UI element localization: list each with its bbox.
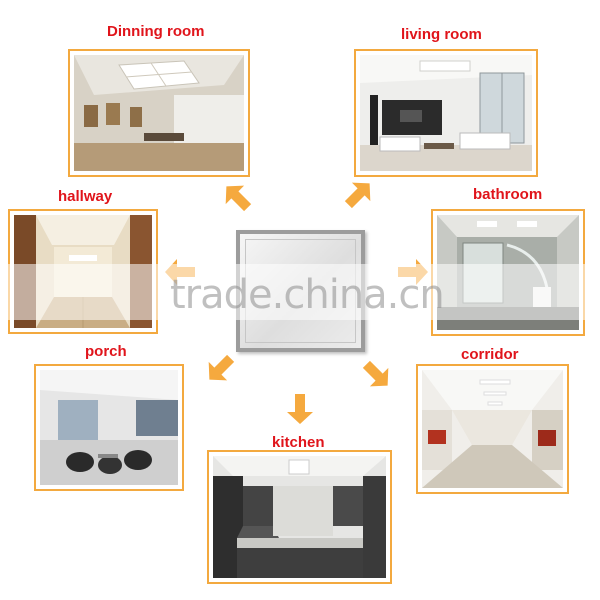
arrow-to-kitchen-icon	[283, 392, 317, 426]
dinning-room-photo	[68, 49, 250, 177]
arrow-to-living-room-icon	[342, 177, 376, 211]
arrow-to-corridor-icon	[360, 358, 394, 392]
corridor-label: corridor	[461, 346, 519, 363]
corridor-photo	[416, 364, 569, 494]
porch-label: porch	[85, 343, 127, 360]
hallway-label: hallway	[58, 188, 113, 205]
kitchen-label: kitchen	[272, 434, 325, 451]
arrow-to-porch-icon	[203, 352, 237, 386]
watermark-text: trade.china.cn	[170, 272, 445, 318]
living-room-photo	[354, 49, 538, 177]
bathroom-label: bathroom	[473, 186, 543, 203]
dinning-room-label: Dinning room	[107, 23, 205, 40]
watermark-band: trade.china.cn	[0, 264, 600, 320]
arrow-to-dinning-room-icon	[220, 180, 254, 214]
porch-photo	[34, 364, 184, 491]
kitchen-photo	[207, 450, 392, 584]
living-room-label: living room	[401, 26, 482, 43]
